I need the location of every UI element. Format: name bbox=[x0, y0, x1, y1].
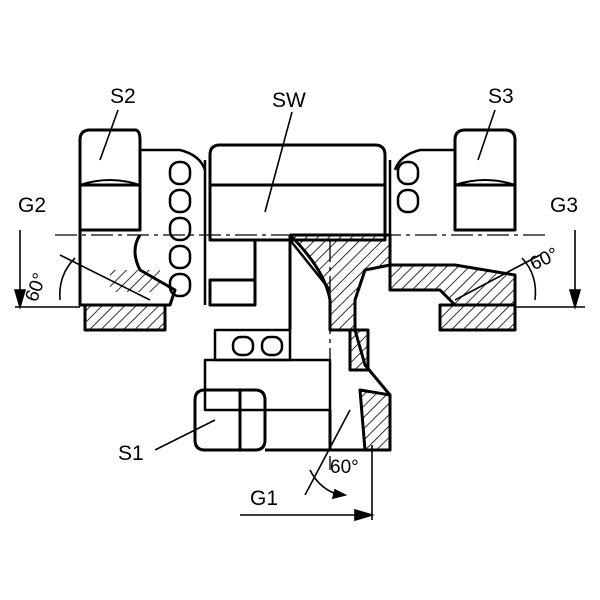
label-sw: SW bbox=[272, 89, 306, 112]
leader-s1 bbox=[154, 419, 216, 451]
right-nut bbox=[388, 128, 517, 332]
arrow-g2 bbox=[13, 289, 27, 310]
arrow-g3 bbox=[568, 289, 582, 310]
left-seal-rings bbox=[168, 160, 207, 305]
label-s2: S2 bbox=[110, 85, 136, 108]
label-g3: G3 bbox=[550, 194, 579, 217]
label-g1: G1 bbox=[250, 487, 279, 510]
label-s1: S1 bbox=[118, 442, 144, 465]
angle-arc-left bbox=[58, 257, 76, 301]
body bbox=[208, 143, 392, 332]
leader-s3 bbox=[477, 109, 496, 161]
leader-sw bbox=[264, 111, 293, 213]
arrow-g1 bbox=[354, 508, 375, 522]
right-seal-rings bbox=[388, 160, 420, 240]
leader-s2 bbox=[99, 109, 119, 161]
label-angle-bottom: 60° bbox=[330, 457, 359, 478]
label-g2: G2 bbox=[18, 194, 47, 217]
angle-arc-right bbox=[521, 257, 537, 301]
bottom-nut bbox=[193, 328, 392, 452]
left-nut bbox=[78, 128, 207, 332]
label-s3: S3 bbox=[488, 85, 514, 108]
